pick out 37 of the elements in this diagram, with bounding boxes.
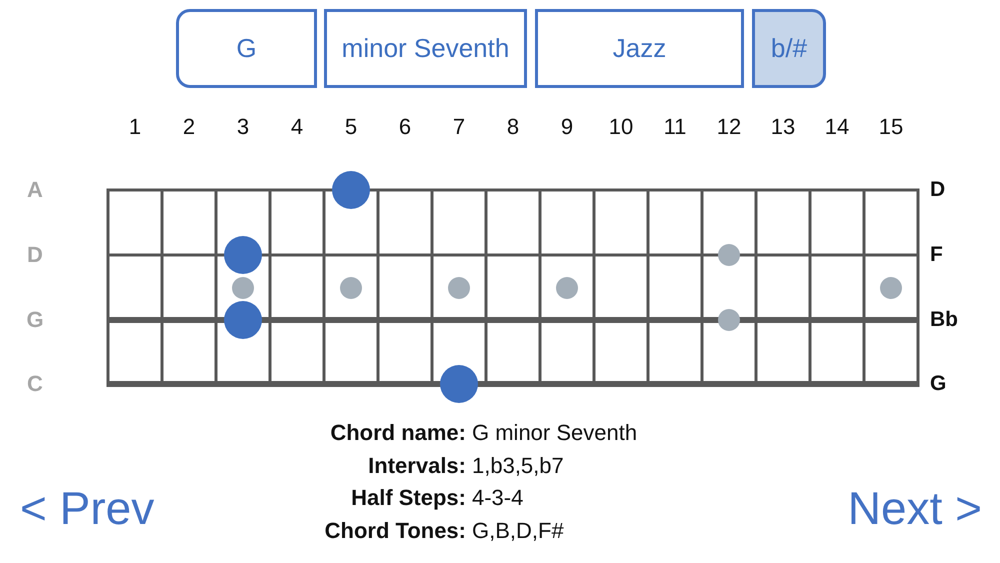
- info-value: 1,b3,5,b7: [472, 453, 564, 478]
- fret-number: 1: [128, 114, 142, 140]
- info-label: Intervals:: [368, 453, 466, 478]
- fret-number: 7: [452, 114, 466, 140]
- fret-number: 8: [506, 114, 520, 140]
- fret-number: 10: [608, 114, 634, 140]
- fret-number: 12: [716, 114, 742, 140]
- string-label: G: [26, 307, 44, 332]
- fret-number: 2: [182, 114, 196, 140]
- chord-quality-button: minor Seventh: [324, 9, 527, 88]
- key-button: G: [176, 9, 317, 88]
- info-label: Chord name:: [330, 420, 466, 446]
- string-label: C: [27, 371, 43, 396]
- note-label: D: [930, 178, 946, 202]
- string-label: A: [27, 177, 43, 202]
- fret-number: 9: [560, 114, 574, 140]
- info-value: 4-3-4: [472, 485, 524, 510]
- note-label: Bb: [930, 308, 958, 332]
- fret-number: 15: [878, 114, 904, 140]
- info-label: Half Steps:: [351, 485, 466, 510]
- fret-number: 3: [236, 114, 250, 140]
- fret-number: 11: [664, 114, 686, 140]
- fret-number: 4: [290, 114, 304, 140]
- info-value: G,B,D,F#: [472, 518, 564, 544]
- fret-number: 5: [344, 114, 358, 140]
- note-label: G: [930, 372, 946, 396]
- note-label: F: [930, 243, 943, 268]
- next-button: Next >: [848, 483, 982, 534]
- fret-number: 13: [770, 114, 796, 140]
- fret-number: 6: [398, 114, 412, 140]
- previous-button: < Prev: [20, 483, 154, 534]
- info-label: Chord Tones:: [324, 518, 466, 544]
- accidental-toggle-button: b/#: [752, 9, 826, 88]
- info-value: G minor Seventh: [472, 420, 638, 446]
- fret-number: 14: [824, 114, 850, 140]
- style-button: Jazz: [535, 9, 744, 88]
- string-label: D: [27, 242, 43, 268]
